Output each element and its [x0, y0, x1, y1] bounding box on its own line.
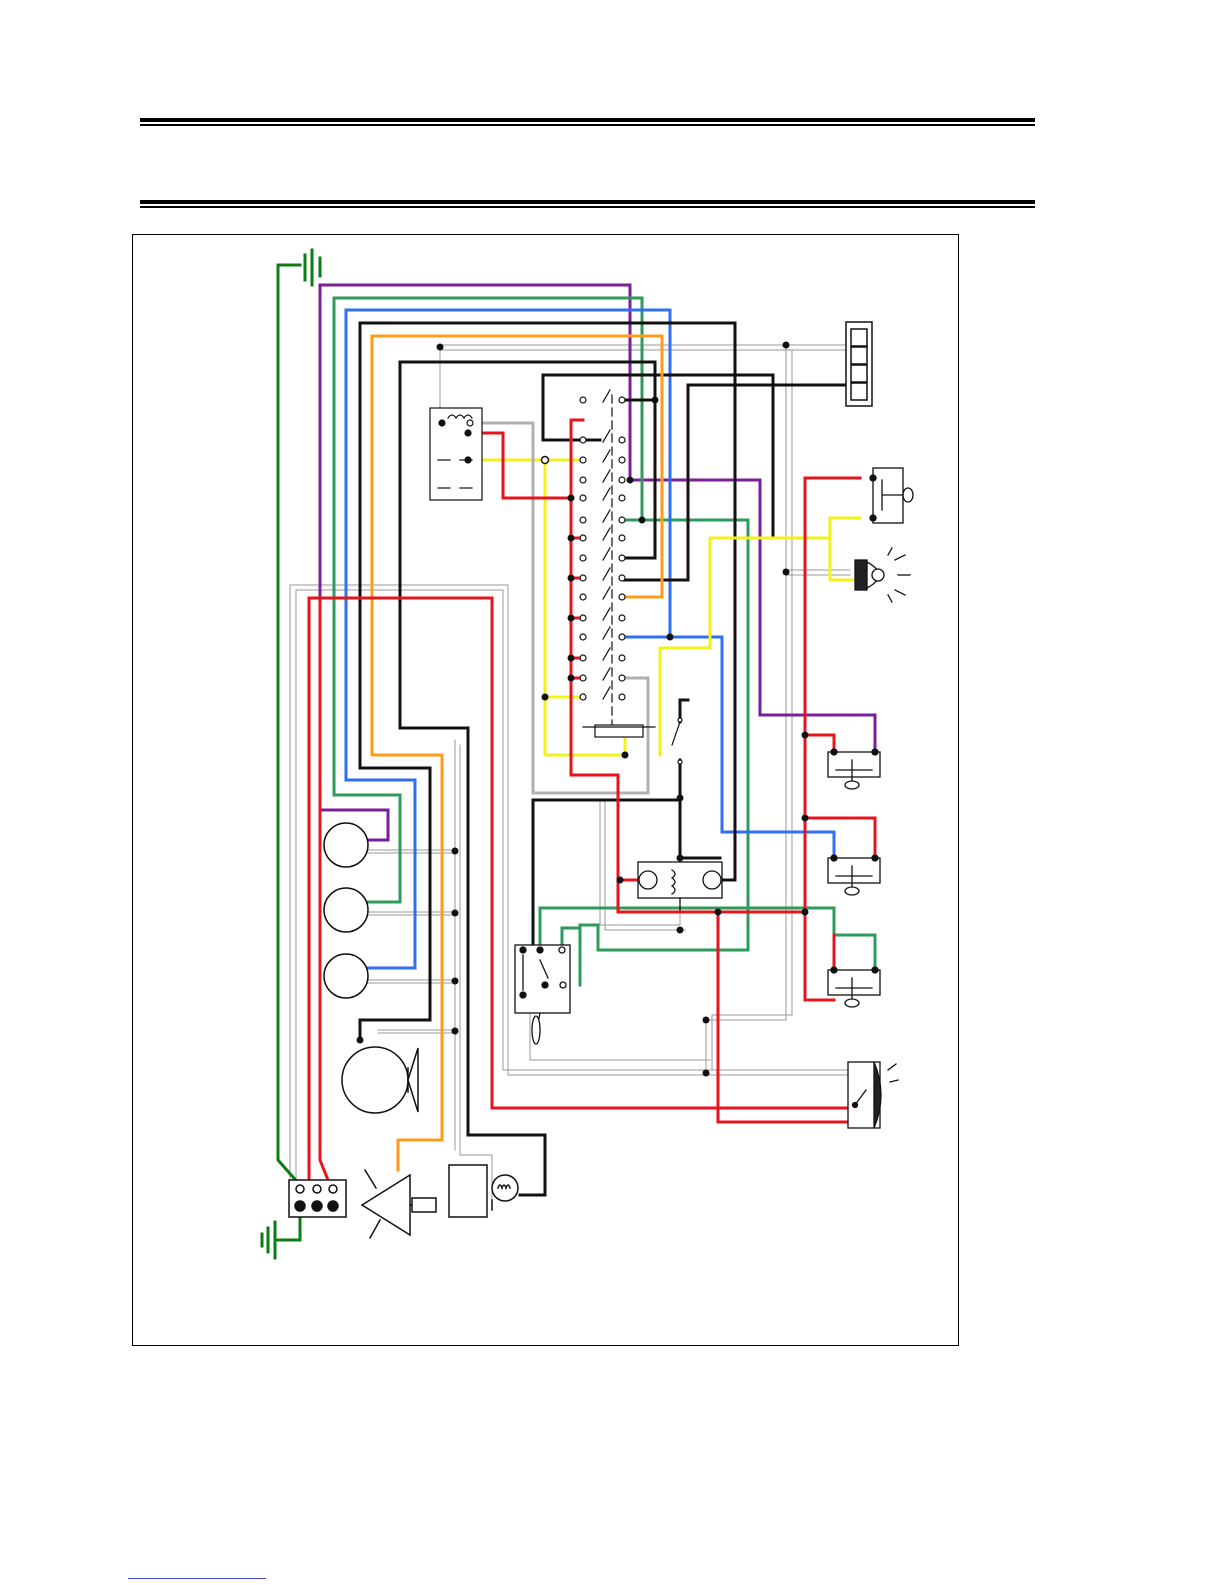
switch-contact-right — [619, 477, 625, 483]
switch-contact-left — [580, 594, 586, 600]
box-icon — [449, 1165, 487, 1217]
switch-blade — [603, 627, 610, 639]
switch-contact-right — [619, 495, 625, 501]
motor-icon — [324, 823, 368, 998]
switch-blade — [603, 648, 610, 660]
switch-contact-left — [580, 457, 586, 463]
switch-blade — [603, 510, 610, 522]
switch-contact-left — [580, 477, 586, 483]
switch-blade — [603, 668, 610, 680]
toggle-switch-icon — [515, 945, 570, 1044]
heater-icon — [492, 1175, 518, 1210]
yellow-wire — [470, 460, 860, 755]
junction-dots — [357, 342, 809, 1077]
switch-blade — [603, 450, 610, 462]
switch-contact-right — [619, 594, 625, 600]
warning-lamp-icon — [848, 1062, 898, 1128]
switch-blade — [603, 528, 610, 540]
switch-contact-right — [619, 655, 625, 661]
switch-blade — [603, 470, 610, 482]
pushbutton-icon — [828, 468, 913, 1007]
switch-contact-right — [619, 675, 625, 681]
switch-blade — [603, 548, 610, 560]
switch-contact-right — [619, 457, 625, 463]
switch-contact-right — [619, 615, 625, 621]
switch-contact-left — [580, 555, 586, 561]
switch-contact-right — [619, 437, 625, 443]
switch-contact-left — [580, 397, 586, 403]
fan-motor-icon — [342, 1047, 418, 1113]
switch-contact-right — [619, 535, 625, 541]
switch-contact-left — [580, 634, 586, 640]
switch-blade — [603, 568, 610, 580]
switch-blade — [603, 430, 610, 442]
lamp-icon — [855, 548, 910, 602]
switch-blade — [603, 390, 610, 402]
contact-switch — [672, 718, 682, 764]
switch-contact-left — [580, 615, 586, 621]
switch-blade — [603, 488, 610, 500]
switch-contact-left — [580, 495, 586, 501]
switch-contact-left — [580, 655, 586, 661]
switch-contact-right — [619, 517, 625, 523]
switch-contact-left — [580, 575, 586, 581]
switch-blade — [603, 587, 610, 599]
timer-relay-icon — [638, 862, 722, 910]
power-terminal-block — [289, 1180, 346, 1217]
switch-contact-left — [580, 535, 586, 541]
relay-icon — [430, 408, 482, 500]
switch-contact-left — [580, 694, 586, 700]
footer-link-underline — [128, 1578, 266, 1579]
switch-contact-right — [619, 694, 625, 700]
yellow-junction-open — [542, 457, 549, 464]
switch-contact-left — [580, 437, 586, 443]
switch-contact-right — [619, 575, 625, 581]
switch-contact-right — [619, 397, 625, 403]
switch-blade — [603, 687, 610, 699]
switch-contact-left — [580, 517, 586, 523]
terminal-block-icon — [846, 322, 872, 406]
switch-blade — [603, 608, 610, 620]
switch-contact-right — [619, 634, 625, 640]
valve-icon — [362, 1170, 436, 1238]
ground-icon — [262, 250, 320, 1258]
switch-contact-right — [619, 555, 625, 561]
switch-contact-left — [580, 675, 586, 681]
rotary-switch-icon — [580, 390, 655, 737]
